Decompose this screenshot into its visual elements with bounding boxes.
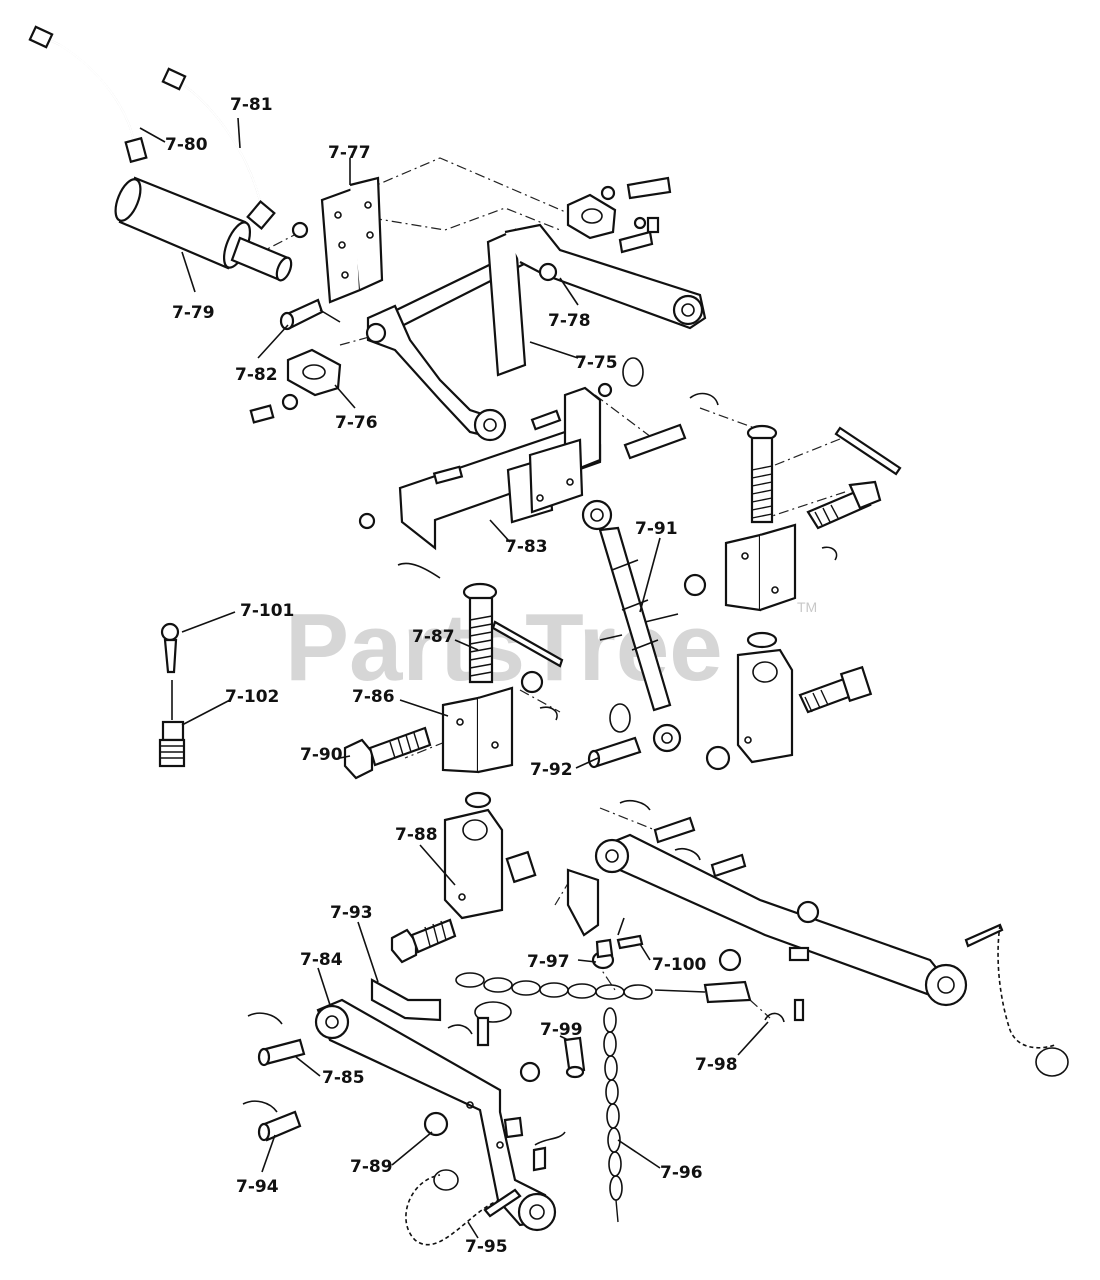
check-chain-center — [447, 972, 752, 1047]
callout-7-78: 7-78 — [548, 311, 591, 331]
leader-lines — [139, 117, 769, 1239]
callout-7-100: 7-100 — [652, 955, 707, 975]
callout-7-92: 7-92 — [530, 760, 573, 780]
callout-7-85: 7-85 — [322, 1068, 365, 1088]
callout-7-82: 7-82 — [235, 365, 278, 385]
hydraulic-cylinder-7-79 — [114, 176, 293, 282]
bolt-7-90 — [343, 726, 432, 780]
flange-plate-7-76 — [249, 348, 342, 424]
callout-7-76: 7-76 — [335, 413, 378, 433]
lift-rod-right — [683, 424, 902, 649]
callout-7-80: 7-80 — [165, 135, 208, 155]
check-chain-7-96 — [603, 1007, 623, 1223]
rock-shaft-7-75 — [365, 223, 707, 442]
lift-link-right — [705, 648, 873, 771]
callout-7-84: 7-84 — [300, 950, 343, 970]
pin-7-94 — [242, 1100, 302, 1142]
pin-7-100 — [616, 934, 644, 950]
callout-7-93: 7-93 — [330, 903, 373, 923]
lower-link-7-84 — [314, 998, 566, 1232]
clevis-7-97 — [591, 917, 625, 970]
check-chain-7-95 — [405, 1169, 522, 1246]
small-hardware-upper — [291, 176, 672, 398]
callout-7-99: 7-99 — [540, 1020, 583, 1040]
pin-7-92 — [587, 703, 642, 769]
check-chain-right — [964, 923, 1069, 1077]
lower-link-right — [594, 800, 968, 1023]
top-link-7-91 — [581, 499, 682, 753]
pin-7-82 — [279, 298, 341, 331]
callout-7-102: 7-102 — [225, 687, 279, 707]
callout-7-81: 7-81 — [230, 95, 273, 115]
callout-labels: 7-80 7-81 7-77 7-79 7-78 7-75 7-82 7-76 … — [165, 95, 738, 1257]
callout-7-98: 7-98 — [695, 1055, 738, 1075]
drawbar-bracket-7-83 — [358, 386, 602, 551]
callout-7-86: 7-86 — [352, 687, 395, 707]
watermark-trademark: TM — [797, 599, 817, 615]
callout-7-77: 7-77 — [328, 143, 371, 163]
callout-7-95: 7-95 — [465, 1237, 508, 1257]
bracket-7-93 — [370, 868, 600, 1022]
callout-7-91: 7-91 — [635, 519, 678, 539]
callout-7-87: 7-87 — [412, 627, 455, 647]
fitting-7-102 — [158, 680, 186, 768]
callout-7-88: 7-88 — [395, 825, 438, 845]
callout-7-83: 7-83 — [505, 537, 548, 557]
callout-7-97: 7-97 — [527, 952, 570, 972]
callout-7-90: 7-90 — [300, 745, 343, 765]
fitting-7-101 — [160, 622, 180, 674]
lift-rod-7-87 — [397, 562, 564, 684]
callout-7-96: 7-96 — [660, 1163, 703, 1183]
mounting-bracket-7-77 — [320, 176, 384, 304]
callout-7-79: 7-79 — [172, 303, 215, 323]
flange-plate-upper — [566, 193, 617, 240]
callout-7-89: 7-89 — [350, 1157, 393, 1177]
lynch-pin-upper — [622, 357, 719, 460]
pin-7-85 — [247, 1012, 306, 1067]
callout-7-94: 7-94 — [236, 1177, 279, 1197]
lift-link-7-88 — [390, 791, 537, 964]
hydraulic-hose-7-81 — [161, 67, 276, 230]
fitting-7-99 — [519, 1036, 586, 1083]
hydraulic-hose-7-80 — [28, 25, 148, 164]
clevis-7-86 — [441, 670, 558, 774]
callout-7-75: 7-75 — [575, 353, 618, 373]
callout-7-101: 7-101 — [240, 601, 294, 621]
